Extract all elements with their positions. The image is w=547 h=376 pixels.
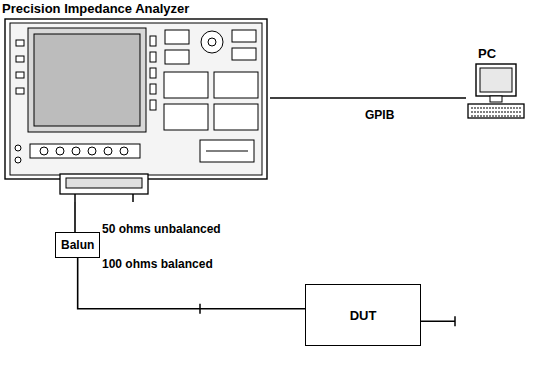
edge-label: GPIB [363,108,396,122]
analyzer-node: Precision Impedance Analyzer [0,0,270,202]
cable-line [74,202,76,232]
node-heading: Precision Impedance Analyzer [2,1,189,16]
box-label: Balun [61,238,94,252]
balun-box: Balun [55,232,100,258]
analyzer-drawing [5,19,267,202]
pc-icon [468,64,524,118]
cable-line [270,97,466,99]
dut-box: DUT [305,284,421,346]
edge-label: 50 ohms unbalanced [100,222,223,236]
cable-line [78,258,305,309]
edge-label: 100 ohms balanced [100,257,215,271]
node-heading: PC [478,46,496,61]
pc-node: PC [466,44,526,124]
box-label: DUT [350,308,377,323]
